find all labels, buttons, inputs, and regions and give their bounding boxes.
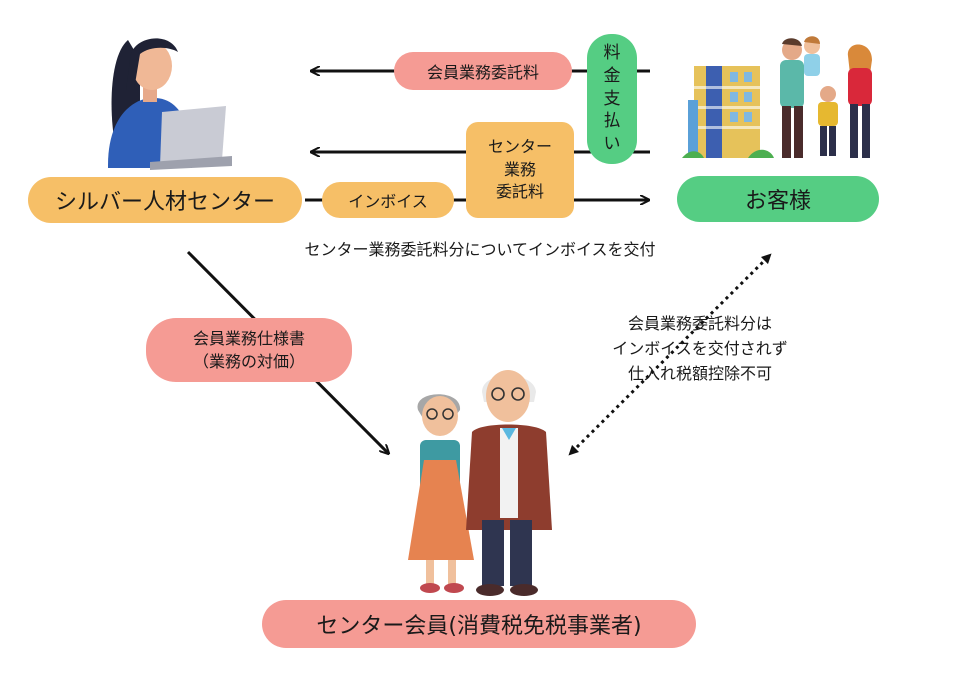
center-fee-badge: センター 業務 委託料 [466,122,574,218]
member-label: センター会員(消費税免税事業者) [316,614,642,639]
no-invoice-line: インボイスを交付されず [612,338,788,358]
no-invoice-line: 会員業務委託料分は [627,314,772,333]
silver-center-node: シルバー人材センター [28,177,302,223]
customer-node: お客様 [677,176,879,222]
spec-doc-line: 会員業務仕様書 [192,328,305,348]
payment-badge: 料 金 支 払 い [587,34,637,164]
spec-doc-line: （業務の対価） [192,352,305,371]
no-invoice-note: 会員業務委託料分は インボイスを交付されず 仕入れ税額控除不可 [580,312,820,386]
payment-char: 支 [603,88,621,109]
silver-center-label: シルバー人材センター [54,190,275,215]
invoice-note: センター業務委託料分についてインボイスを交付 [304,240,656,259]
payment-char: い [603,134,621,155]
center-fee-line: 委託料 [495,182,544,202]
invoice-label: インボイス [348,192,428,211]
member-fee-badge: 会員業務委託料 [394,52,572,90]
center-fee-line: センター [487,137,552,157]
spec-doc-badge: 会員業務仕様書 （業務の対価） [146,318,352,382]
invoice-badge: インボイス [322,182,454,218]
member-fee-label: 会員業務委託料 [426,63,539,82]
payment-char: 払 [603,111,621,132]
no-invoice-line: 仕入れ税額控除不可 [627,363,772,383]
payment-char: 料 [603,42,621,63]
payment-char: 金 [603,65,621,86]
member-node: センター会員(消費税免税事業者) [262,600,696,648]
customer-label: お客様 [744,189,811,214]
center-fee-line: 業務 [503,159,536,179]
